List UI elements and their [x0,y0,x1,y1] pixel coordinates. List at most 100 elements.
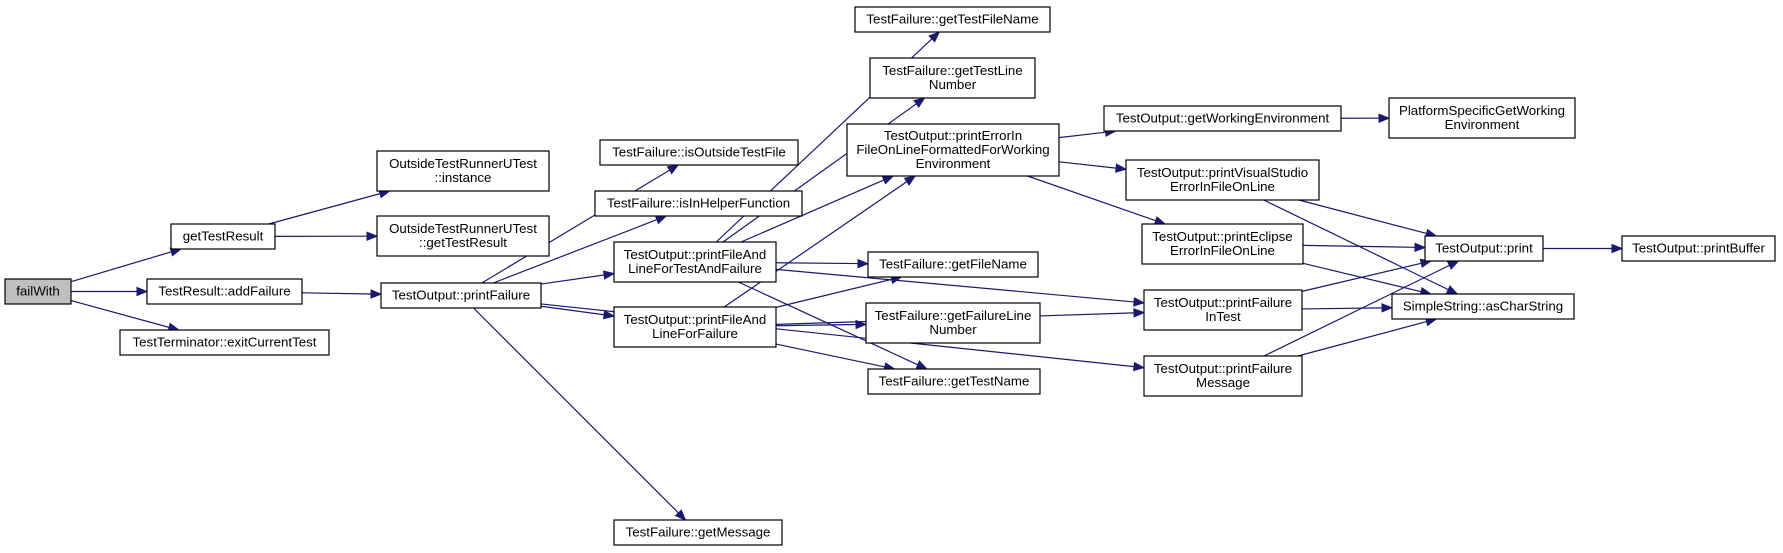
node-box[interactable] [376,150,550,192]
edge-line [722,103,917,243]
node-failWith[interactable]: failWith [4,278,72,305]
node-box[interactable] [376,215,550,257]
edge-printFileAndLineForFailure-to-getFailureLineNumber [775,319,868,330]
node-printEclipseErrorInFileOnLine[interactable]: TestOutput::printEclipseErrorInFileOnLin… [1141,223,1304,265]
node-label-line: TestFailure::getFailureLine [875,308,1032,323]
node-box[interactable] [613,241,777,283]
node-getTestName[interactable]: TestFailure::getTestName [867,368,1041,395]
node-label-line: getTestResult [183,229,264,244]
node-print[interactable]: TestOutput::print [1424,235,1544,262]
arrowhead [1115,163,1128,173]
node-label-line: TestOutput::printEclipse [1152,229,1292,244]
node-box[interactable] [867,368,1041,395]
node-box[interactable] [613,519,783,546]
arrowhead [928,31,941,43]
edge-line [473,307,679,514]
node-box[interactable] [1103,105,1342,132]
node-label-line: TestOutput::printErrorIn [884,128,1022,143]
node-box[interactable] [146,278,303,305]
node-printBuffer[interactable]: TestOutput::printBuffer [1621,235,1776,262]
node-box[interactable] [119,329,330,356]
arrowhead [1133,361,1146,372]
edge-line [1027,175,1156,222]
node-isOutsideTestFile[interactable]: TestFailure::isOutsideTestFile [599,139,799,166]
node-box[interactable] [599,139,799,166]
edge-line [70,251,172,283]
edge-line [1301,262,1422,292]
node-box[interactable] [4,278,72,305]
edge-printFileAndLineForTestAndFailure-to-getFileName [775,258,870,269]
node-addFailure[interactable]: TestResult::addFailure [146,278,303,305]
node-label-line: TestFailure::getTestFileName [866,12,1038,27]
node-box[interactable] [854,6,1051,33]
edge-line [481,169,670,284]
node-box[interactable] [1391,293,1575,320]
node-label-line: ErrorInFileOnLine [1170,179,1275,194]
arrowhead [136,286,149,297]
node-label-line: Number [929,322,977,337]
node-isInHelperFunction[interactable]: TestFailure::isInHelperFunction [594,190,803,217]
node-instance[interactable]: OutsideTestRunnerUTest::instance [376,150,550,192]
arrowhead [1445,285,1459,295]
node-box[interactable] [594,190,803,217]
node-printFileAndLineForTestAndFailure[interactable]: TestOutput::printFileAndLineForTestAndFa… [613,241,777,283]
arrowhead [1133,308,1146,318]
edge-line [1298,199,1427,235]
edge-line [268,193,381,225]
node-asCharString[interactable]: SimpleString::asCharString [1391,293,1575,320]
node-printVisualStudioErrorInFileOnLine[interactable]: TestOutput::printVisualStudioErrorInFile… [1125,159,1320,201]
node-label-line: Environment [916,156,991,171]
arrowhead [674,509,687,521]
edge-printErrorInFileOnLineFormattedForWorkingEnvironment-to-printEclipseErrorInFileOnLine [1027,175,1167,226]
node-box[interactable] [1424,235,1544,262]
edge-line [1302,244,1416,248]
edge-printFileAndLineForFailure-to-printErrorInFileOnLineFormattedForWorkingEnvironment [723,175,917,308]
node-box[interactable] [170,223,276,250]
node-box[interactable] [613,306,777,348]
node-getTestResult[interactable]: getTestResult [170,223,276,250]
arrowhead [881,175,895,185]
node-box[interactable] [1388,97,1576,139]
node-exitCurrentTest[interactable]: TestTerminator::exitCurrentTest [119,329,330,356]
node-box[interactable] [1125,159,1320,201]
node-getMessage[interactable]: TestFailure::getMessage [613,519,783,546]
edge-printFailure-to-printFileAndLineForTestAndFailure [540,270,616,285]
node-printFailure[interactable]: TestOutput::printFailure [380,282,542,309]
arrowhead [913,97,926,108]
node-label-line: TestFailure::getFileName [879,257,1027,272]
node-box[interactable] [846,123,1060,177]
node-getTestFileName[interactable]: TestFailure::getTestFileName [854,6,1051,33]
node-box[interactable] [865,302,1041,344]
node-label-line: TestOutput::printFailure [1154,295,1292,310]
node-printErrorInFileOnLineFormattedForWorkingEnvironment[interactable]: TestOutput::printErrorInFileOnLineFormat… [846,123,1060,177]
node-box[interactable] [1141,223,1304,265]
arrowhead [602,270,616,280]
node-label-line: Number [929,77,977,92]
node-getWorkingEnvironment[interactable]: TestOutput::getWorkingEnvironment [1103,105,1342,132]
node-box[interactable] [380,282,542,309]
node-box[interactable] [1621,235,1776,262]
node-getFileName[interactable]: TestFailure::getFileName [867,251,1039,278]
node-getTestResult2[interactable]: OutsideTestRunnerUTest::getTestResult [376,215,550,257]
arrowhead [855,319,868,330]
edge-printFileAndLineForFailure-to-getTestName [775,343,896,372]
node-label-line: TestOutput::getWorkingEnvironment [1116,111,1330,126]
node-box[interactable] [869,57,1036,99]
node-box[interactable] [1143,289,1303,331]
edge-line [540,274,605,285]
node-label-line: failWith [16,284,60,299]
arrowhead [1611,243,1624,254]
node-label-line: TestOutput::printFailure [392,288,530,303]
node-label-line: OutsideTestRunnerUTest [389,156,537,171]
node-label-line: FileOnLineFormattedForWorking [856,142,1049,157]
node-box[interactable] [1143,355,1303,397]
node-box[interactable] [867,251,1039,278]
node-label-line: TestFailure::getMessage [626,525,771,540]
edge-line [493,219,658,284]
